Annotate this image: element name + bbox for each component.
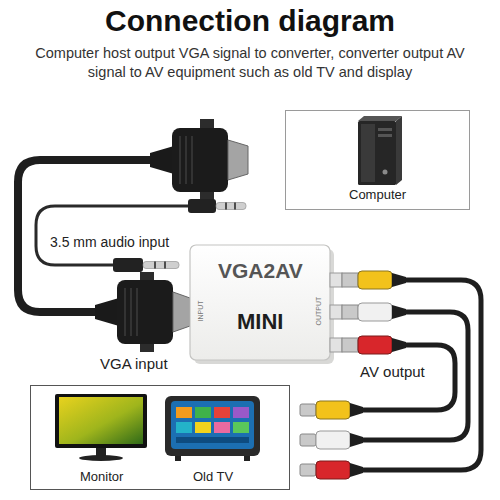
diagram-title: Connection diagram	[0, 3, 500, 39]
audio-jack	[113, 258, 179, 272]
rca-plug	[300, 461, 363, 479]
display-box: Monitor Old TV	[30, 385, 290, 490]
port-label: VGA input	[100, 355, 168, 373]
device-name: Old TV	[193, 470, 233, 485]
diagram-caption: Computer host output VGA signal to conve…	[18, 44, 482, 82]
vga-plug	[95, 272, 190, 352]
computer-box: Computer	[285, 110, 470, 210]
port-label: 3.5 mm audio input	[50, 234, 169, 251]
computer-icon	[358, 116, 402, 185]
device-name: Monitor	[80, 470, 123, 485]
audio-cable	[36, 206, 190, 265]
port-label: AV output	[360, 363, 425, 381]
converter-body	[190, 245, 342, 364]
rca-plug	[342, 303, 406, 321]
vga-plug	[150, 119, 248, 201]
rca-plug	[300, 431, 363, 449]
rca-plug	[300, 401, 363, 419]
port-name: INPUT	[197, 301, 205, 322]
model-name: VGA2AV	[218, 259, 303, 283]
tv-icon	[165, 396, 260, 461]
rca-plug	[342, 336, 406, 354]
device-name: Computer	[349, 188, 406, 203]
rca-plug	[342, 271, 406, 289]
brand-name: MINI	[237, 309, 283, 334]
port-name: OUTPUT	[315, 297, 323, 326]
audio-jack	[188, 199, 246, 213]
monitor-icon	[55, 394, 147, 461]
converter-box: VGA2AV MINI INPUT OUTPUT	[190, 245, 330, 360]
